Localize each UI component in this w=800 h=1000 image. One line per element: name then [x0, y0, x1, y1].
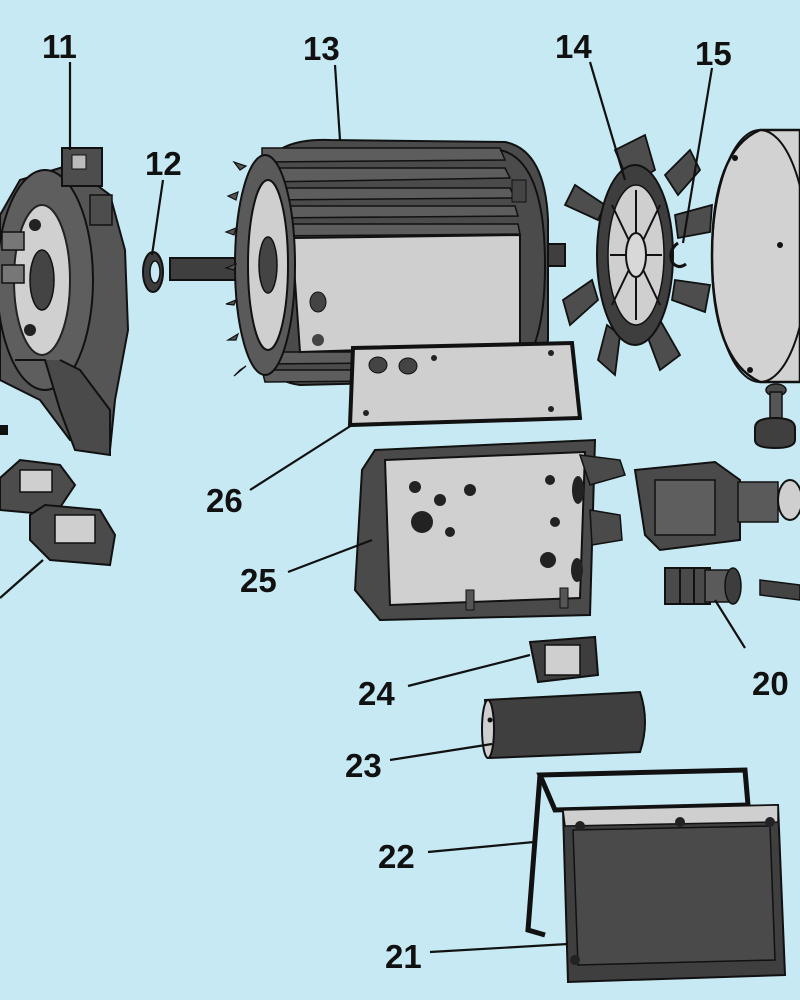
part-21-box-cover: [561, 803, 787, 984]
label-part-14: 14: [555, 28, 592, 65]
part-20-cable-gland: [664, 567, 800, 605]
label-part-26: 26: [206, 482, 243, 519]
cover-screw: [754, 383, 796, 450]
label-part-23: 23: [345, 747, 382, 784]
fan-cover: [710, 128, 800, 384]
label-part-12: 12: [145, 145, 182, 182]
terminal-pads: [0, 458, 117, 567]
part-25-terminal-box: [353, 438, 626, 622]
label-part-24: 24: [358, 675, 395, 712]
label-part-20: 20: [752, 665, 789, 702]
label-part-15: 15: [695, 35, 732, 72]
leader-lines: [0, 61, 746, 954]
label-part-25: 25: [240, 562, 277, 599]
part-12-bearing: [142, 251, 164, 293]
label-part-22: 22: [378, 838, 415, 875]
label-part-11: 11: [42, 28, 77, 65]
part-14-fan: [561, 133, 713, 377]
part-11-end-shield: [0, 147, 130, 457]
label-part-21: 21: [385, 938, 422, 975]
label-part-13: 13: [303, 30, 340, 67]
part-15-circlip: [669, 241, 687, 269]
part-24-relay: [528, 635, 600, 684]
part-26-gasket-plate: [347, 340, 583, 428]
part-labels: 11 12 13 14 15 20 21 22 23 24 25 26: [42, 28, 789, 975]
switch-module: [633, 460, 800, 552]
part-23-capacitor: [481, 690, 646, 760]
